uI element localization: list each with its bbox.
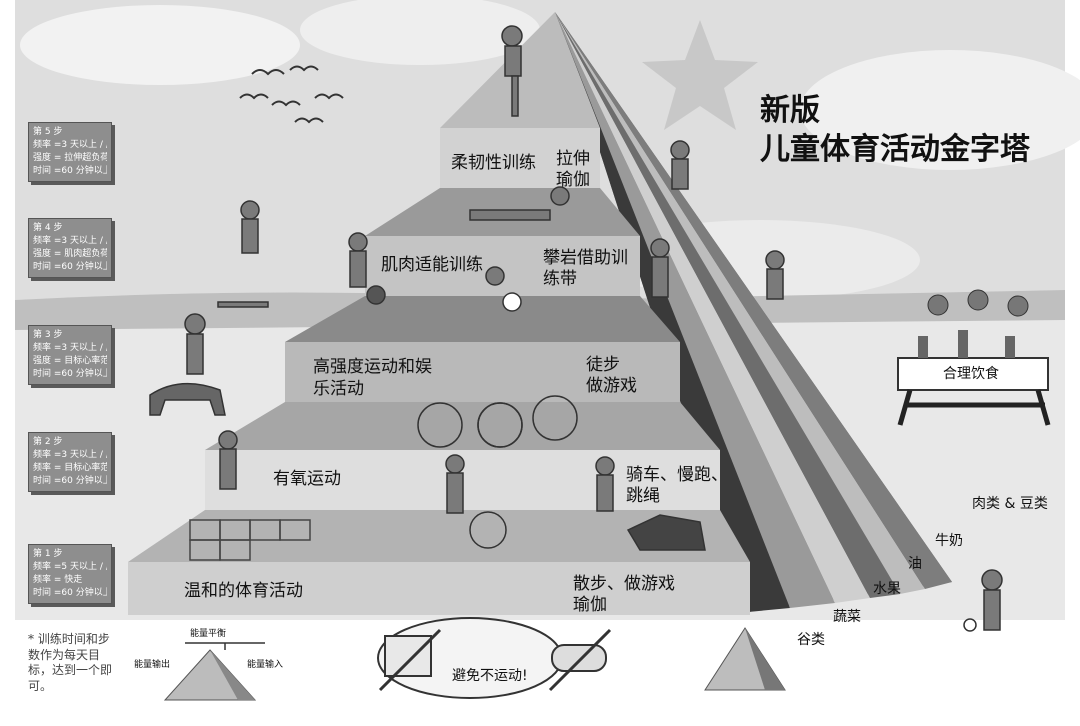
step-intensity: 频率 = 快走 [33,575,83,586]
tier-vigorous-activity-1: 徒步 [586,355,620,375]
tier-moderate-name: 温和的体育活动 [184,581,303,601]
energy-balance-graphic [163,642,265,701]
tier-moderate-activity-2: 瑜伽 [573,595,607,615]
energy-input-label: 能量输入 [247,660,284,670]
step-label: 第 1 步 [33,549,63,559]
step-3-box: 第 3 步 频率 =3 天以上 / 周 强度 = 目标心率范围 时间 =60 分… [28,325,112,386]
footnote: * 训练时间和步数作为每天目标，达到一个即可。 [28,632,113,693]
game-controller-icon [551,644,607,672]
food-group-meat-beans: 肉类 & 豆类 [972,496,1048,512]
tier-vigorous [285,342,680,402]
tier-flexibility [440,128,600,188]
tier-flexibility-activity-1: 拉伸 [556,149,590,169]
step-frequency: 频率 =3 天以上 / 周 [33,343,107,354]
food-group-vegetables: 蔬菜 [833,609,861,625]
step-time: 时间 =60 分钟以上 [33,262,107,273]
healthy-eating-label: 合理饮食 [943,366,999,382]
tier-flexibility-activity-2: 瑜伽 [556,170,590,190]
food-group-fruits: 水果 [873,581,901,597]
step-intensity: 强度 = 目标心率范围 [33,356,107,367]
tier-muscle-activity-1: 攀岩借助训 [543,248,628,268]
step-label: 第 5 步 [33,127,63,137]
step-frequency: 频率 =3 天以上 / 周 [33,236,107,247]
step-label: 第 2 步 [33,437,63,447]
poster-title-line2: 儿童体育活动金字塔 [760,132,1030,167]
step-label: 第 4 步 [33,223,63,233]
tier-vigorous-activity-2: 做游戏 [586,376,637,396]
star-icon [642,20,758,130]
step-frequency: 频率 =3 天以上 / 周 [33,140,107,151]
tier-muscle [365,236,640,296]
tier-aerobic-activity-1: 骑车、慢跑、 [626,465,728,485]
tier-muscle-name: 肌肉适能训练 [381,255,483,275]
energy-balance-title: 能量平衡 [190,629,227,639]
tier-moderate-activity-1: 散步、做游戏 [573,574,675,594]
hopscotch [189,519,311,561]
kid-figures [149,25,1003,632]
tier-moderate [128,562,750,615]
step-intensity: 强度 = 肌肉超负荷 [33,249,107,260]
birds-icon [239,65,344,124]
avoid-inactivity-label: 避免不运动! [452,668,528,684]
step-frequency: 频率 =3 天以上 / 周 [33,450,107,461]
step-5-box: 第 5 步 频率 =3 天以上 / 周 强度 = 拉伸超负荷 时间 =60 分钟… [28,122,112,183]
step-time: 时间 =60 分钟以上 [33,476,107,487]
food-group-milk: 牛奶 [935,533,963,549]
step-time: 时间 =60 分钟以上 [33,588,107,599]
step-time: 时间 =60 分钟以上 [33,166,107,177]
step-time: 时间 =60 分钟以上 [33,369,107,380]
cloud [800,50,1080,170]
step-label: 第 3 步 [33,330,63,340]
tier-aerobic-activity-2: 跳绳 [626,486,660,506]
step-frequency: 频率 =5 天以上 / 周 [33,562,107,573]
cloud [300,0,540,65]
cloud [20,5,300,85]
tier-aerobic-name: 有氧运动 [273,469,341,489]
tier-flexibility-name: 柔韧性训练 [451,153,536,173]
picnic-table [897,289,1051,426]
tier-vigorous-name-2: 乐活动 [313,379,364,399]
step-intensity: 频率 = 目标心率范围 [33,463,107,474]
tier-muscle-activity-2: 练带 [543,269,577,289]
step-4-box: 第 4 步 频率 =3 天以上 / 周 强度 = 肌肉超负荷 时间 =60 分钟… [28,218,112,279]
avoid-inactivity-graphic [377,617,612,699]
tier-vigorous-name-1: 高强度运动和娱 [313,357,432,377]
food-group-oils: 油 [908,556,922,572]
energy-output-label: 能量输出 [134,660,171,670]
poster-title-line1: 新版 [760,93,820,128]
tv-icon [384,635,432,677]
step-2-box: 第 2 步 频率 =3 天以上 / 周 频率 = 目标心率范围 时间 =60 分… [28,432,112,493]
step-1-box: 第 1 步 频率 =5 天以上 / 周 频率 = 快走 时间 =60 分钟以上 [28,544,112,605]
food-group-grains: 谷类 [797,632,825,648]
step-intensity: 强度 = 拉伸超负荷 [33,153,107,164]
